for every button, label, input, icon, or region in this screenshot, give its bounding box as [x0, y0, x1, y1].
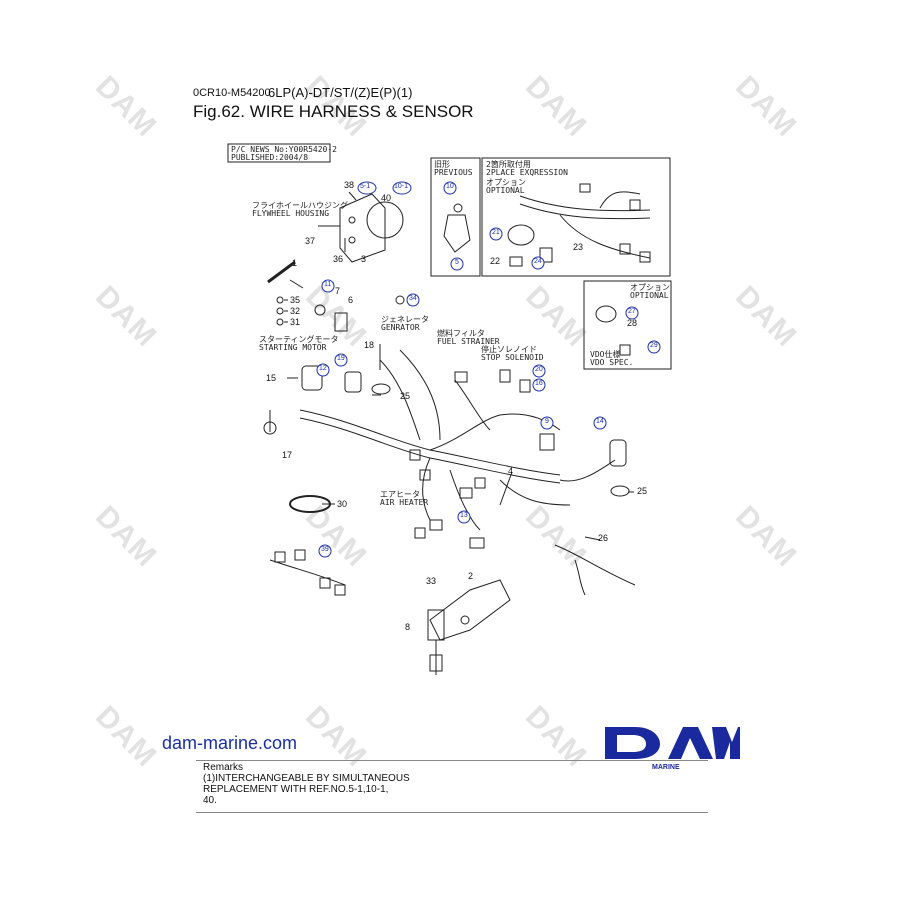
optional-label: OPTIONAL [630, 291, 669, 300]
callout-label: 24 [534, 258, 542, 265]
callout-label: 10 [446, 183, 454, 190]
part-number: 23 [573, 242, 584, 252]
part-number: 1 [292, 258, 298, 268]
part-number: 22 [490, 256, 501, 266]
callout-label: 12 [319, 365, 327, 372]
footer-rule [196, 760, 708, 761]
vdo-label: VDO SPEC. [590, 358, 634, 367]
optional-box-frame [583, 280, 672, 370]
callout-label: 14 [596, 418, 604, 425]
news-box-line-1: P/C NEWS No:Y00R5420-2 [231, 145, 337, 154]
air-heater-label-jp: エアヒータ [380, 490, 420, 499]
callout-label: 34 [409, 295, 417, 302]
two-place-optional: OPTIONAL [486, 186, 525, 195]
remarks-line-1: (1)INTERCHANGEABLE BY SIMULTANEOUS [203, 773, 410, 784]
remarks-line-2: REPLACEMENT WITH REF.NO.5-1,10-1, [203, 784, 389, 795]
part-number: 15 [266, 373, 277, 383]
optional-label-jp: オプション [630, 283, 670, 292]
vdo-label-jp: VDO仕様 [590, 350, 621, 359]
flywheel-bracket [339, 193, 386, 263]
part-number: 40 [381, 193, 392, 203]
part-number: 18 [364, 340, 375, 350]
two-place-optional-jp: オプション [486, 178, 526, 187]
callout-label: 16 [535, 380, 543, 387]
part-number: 33 [426, 576, 437, 586]
part-number: 30 [337, 499, 348, 509]
news-box-frame [227, 143, 331, 163]
part-number: 36 [333, 254, 344, 264]
callout-label: 9 [545, 418, 549, 425]
stop-solenoid-label-jp: 停止ソレノイド [481, 345, 537, 354]
callout-label: 20 [535, 366, 543, 373]
callout-label: 27 [628, 308, 636, 315]
part-number: 25 [637, 486, 648, 496]
flywheel-label-jp: フライホイールハウジング [252, 201, 348, 210]
footer-rule [196, 812, 708, 813]
callout-label: 21 [492, 229, 500, 236]
model-name: 6LP(A)-DT/ST/(Z)E(P)(1) [268, 85, 413, 100]
document-code: 0CR10-M54200 [193, 87, 271, 99]
callout-label: 13 [460, 512, 468, 519]
news-box-line-2: PUBLISHED:2004/8 [231, 153, 309, 162]
part-number: 17 [282, 450, 293, 460]
logo-sub: MARINE [652, 764, 680, 771]
part-number: 6 [348, 295, 354, 305]
starting-motor-label-jp: スターティングモータ [259, 335, 339, 344]
part-number: 2 [468, 571, 474, 581]
callout-label: 11 [324, 281, 332, 288]
two-place-label-jp: 2箇所取付用 [486, 160, 531, 169]
site-link[interactable]: dam-marine.com [162, 733, 298, 753]
callout-label: 10-1 [394, 183, 409, 190]
part-number: 8 [405, 622, 411, 632]
part-number: 35 [290, 295, 301, 305]
stop-solenoid-label: STOP SOLENOID [481, 353, 544, 362]
part-number: 7 [335, 286, 341, 296]
callout-label: 5-1 [360, 183, 371, 190]
previous-label-jp: 旧形 [434, 160, 450, 169]
air-heater-label: AIR HEATER [380, 498, 429, 507]
previous-box-frame [430, 157, 481, 277]
part-number: 28 [627, 318, 638, 328]
two-place-label: 2PLACE EXQRESSION [486, 168, 568, 177]
part-number: 32 [290, 306, 301, 316]
figure-title: Fig.62. WIRE HARNESS & SENSOR [193, 102, 474, 121]
remarks-title: Remarks [203, 762, 244, 773]
part-number: 3 [361, 254, 367, 264]
starting-motor-label: STARTING MOTOR [259, 343, 327, 352]
part-number: 37 [305, 236, 316, 246]
part-number: 38 [344, 180, 355, 190]
flywheel-label: FLYWHEEL HOUSING [252, 209, 330, 218]
two-place-box-frame [481, 157, 671, 277]
previous-label: PREVIOUS [434, 168, 473, 177]
fuel-strainer-label-jp: 燃料フィルタ [437, 329, 485, 338]
part-number: 26 [598, 533, 609, 543]
callout-label: 5 [455, 259, 459, 266]
fuel-strainer-label: FUEL STRAINER [437, 337, 500, 346]
remarks-line-3: 40. [203, 795, 217, 806]
callout-label: 29 [650, 342, 658, 349]
part-number: 4 [508, 466, 514, 476]
generator-label-jp: ジェネレータ [381, 315, 429, 324]
callout-label: 39 [321, 546, 329, 553]
callout-label: 19 [337, 355, 345, 362]
generator-label: GENRATOR [381, 323, 420, 332]
part-number: 31 [290, 317, 301, 327]
part-number: 25 [400, 391, 411, 401]
